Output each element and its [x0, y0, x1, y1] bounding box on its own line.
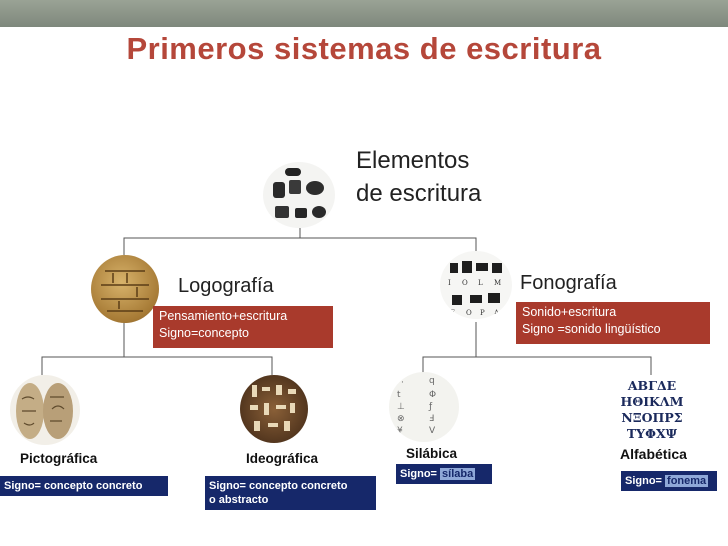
- page-title: Primeros sistemas de escritura: [126, 31, 602, 66]
- svg-text:P: P: [480, 309, 485, 317]
- silabica-label: Silábica: [406, 446, 458, 461]
- pictografica-desc-text: Signo= concepto concreto: [4, 480, 143, 492]
- pictografica-description: Signo= concepto concreto: [0, 476, 168, 496]
- logografia-desc-line1: Pensamiento+escritura: [159, 309, 288, 323]
- ideografica-description: Signo= concepto concreto o abstracto: [205, 476, 376, 510]
- connector-fono: [422, 356, 652, 375]
- root-label-line1: Elementos: [356, 147, 470, 174]
- ideographic-inscription-icon: [240, 375, 308, 443]
- root-label: Elementos de escritura: [356, 144, 481, 210]
- root-label-line2: de escritura: [356, 180, 482, 207]
- svg-text:L: L: [478, 279, 483, 287]
- greek-row-2: ΗΘΙΚΛΜ: [620, 394, 684, 409]
- logografia-description: Pensamiento+escritura Signo=concepto: [153, 306, 333, 348]
- connector-root: [123, 237, 477, 255]
- top-bar: [0, 0, 728, 27]
- cuneiform-tablet-icon: [91, 255, 159, 323]
- connector-logo: [41, 356, 273, 375]
- greek-row-1: ΑΒΓΔΕ: [627, 378, 677, 393]
- logografia-desc-line2: Signo=concepto: [159, 326, 250, 340]
- writing-elements-icon: [263, 162, 335, 228]
- fonografia-desc-line1: Sonido+escritura: [522, 305, 617, 319]
- logografia-label: Logografía: [178, 275, 274, 297]
- silabica-desc-term: sílaba: [440, 468, 476, 480]
- alfabetica-desc-prefix: Signo=: [625, 475, 666, 487]
- silabica-desc-prefix: Signo=: [400, 468, 441, 480]
- greek-row-3: ΝΞΟΠΡΣ: [621, 410, 683, 425]
- svg-text:I: I: [448, 279, 451, 287]
- alfabetica-label: Alfabética: [620, 446, 687, 462]
- silabica-description: Signo= sílaba: [396, 464, 492, 484]
- svg-text:O: O: [462, 279, 468, 287]
- fonografia-description: Sonido+escritura Signo =sonido lingüísti…: [516, 302, 710, 344]
- fonografia-desc-line2: Signo =sonido lingüístico: [522, 322, 661, 336]
- alfabetica-description: Signo= fonema: [621, 471, 717, 491]
- fonografia-label: Fonografía: [520, 272, 617, 294]
- greek-alphabet-icon: ΑΒΓΔΕ ΗΘΙΚΛΜ ΝΞΟΠΡΣ ΤΥΦΧΨ: [617, 378, 687, 442]
- ideografica-desc-line1: Signo= concepto concreto: [209, 480, 348, 492]
- ideografica-desc-line2: o abstracto: [209, 494, 269, 506]
- alfabetica-desc-term: fonema: [665, 475, 709, 487]
- ideografica-label: Ideográfica: [246, 451, 319, 466]
- svg-text:O: O: [466, 309, 472, 317]
- svg-text:M: M: [494, 279, 501, 287]
- pictografica-label: Pictográfica: [20, 451, 98, 466]
- pictographic-tablet-icon: [10, 375, 80, 445]
- greek-row-4: ΤΥΦΧΨ: [626, 426, 678, 441]
